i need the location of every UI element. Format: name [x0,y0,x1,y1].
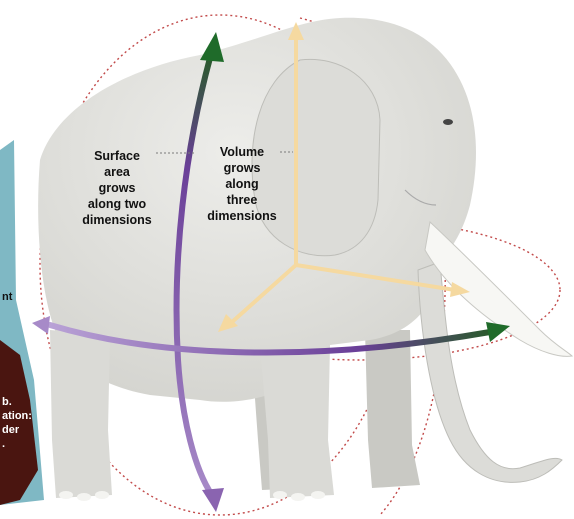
surface-area-label: Surface area grows along two dimensions [62,148,172,228]
surface-arrowhead-up [200,32,224,62]
elephant-icon [38,18,572,501]
volume-label: Volume grows along three dimensions [190,144,294,224]
edge-fragment-lower: b. ation: der . [2,395,32,451]
toenails [59,491,325,501]
far-front-leg [365,330,420,488]
near-front-leg [260,345,334,498]
near-hind-leg [50,330,112,498]
edge-fragment-middle: nt [2,290,12,304]
surface-arrowhead-down [202,488,224,512]
surface-arrowhead-left [32,316,50,334]
elephant-eye [443,119,453,125]
